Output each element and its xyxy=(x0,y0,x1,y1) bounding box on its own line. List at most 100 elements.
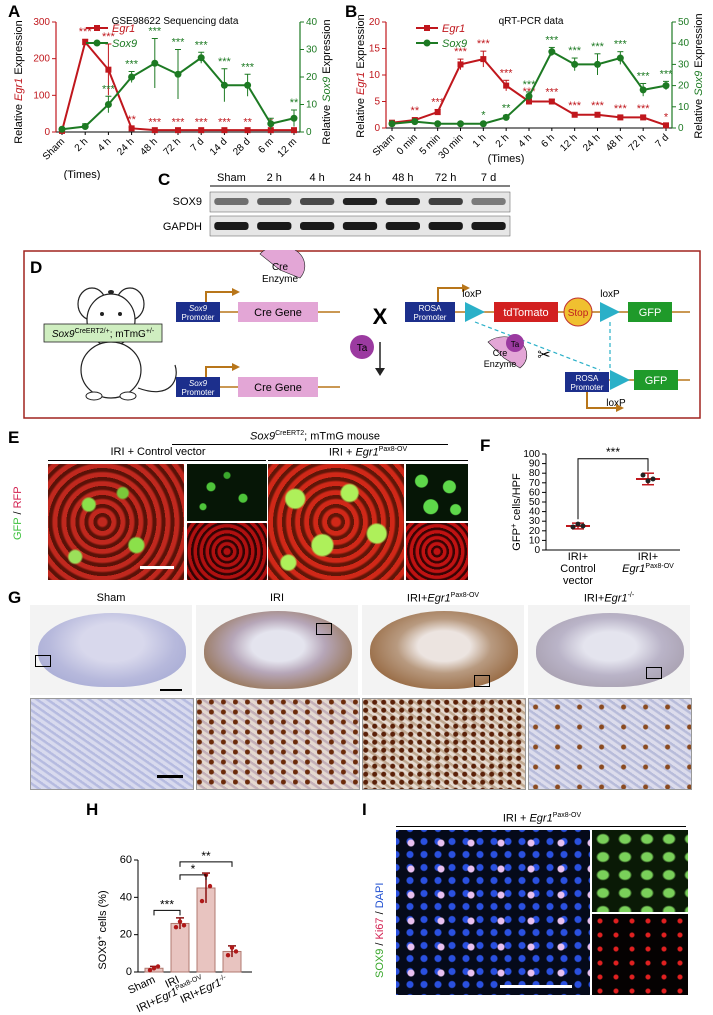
chart-f-ylabel: GFP+ cells/HPF xyxy=(509,473,523,551)
enzyme-word-2: Enzyme xyxy=(484,359,517,369)
significance-mark: *** xyxy=(79,26,93,38)
y-tick-label-left: 100 xyxy=(33,90,50,101)
x-tick-label: 24 h xyxy=(581,132,603,154)
significance-mark: *** xyxy=(614,39,628,51)
sox9-band xyxy=(214,198,249,205)
y-tick-label-right: 20 xyxy=(306,72,318,83)
significance-mark: *** xyxy=(125,59,139,71)
y-tick-label: 30 xyxy=(529,516,541,527)
significance-bracket xyxy=(179,861,233,867)
data-point-egr1 xyxy=(457,61,464,68)
ta-label-2: Ta xyxy=(511,340,520,349)
data-point-egr1 xyxy=(198,127,205,134)
gapdh-band xyxy=(214,222,249,230)
y-tick-label: 40 xyxy=(120,891,132,903)
x-tick-label: 6 m xyxy=(256,136,276,156)
chart-h-cat-iri: IRI xyxy=(163,974,181,991)
legend-label: Egr1 xyxy=(442,23,465,35)
i-sox9-image xyxy=(592,830,688,912)
x-tick-label: 2 h xyxy=(494,132,512,150)
y-tick-label-right: 0 xyxy=(678,123,684,134)
significance-mark: *** xyxy=(545,86,559,98)
blot-lane-label: 4 h xyxy=(309,172,324,184)
gfp-label-2: GFP xyxy=(645,375,668,387)
significance-mark: ** xyxy=(243,116,252,128)
data-point xyxy=(177,919,183,924)
significance-mark: *** xyxy=(477,38,491,50)
x-tick-label: 2 h xyxy=(73,136,91,154)
data-point-sox9 xyxy=(479,120,487,128)
data-point-sox9 xyxy=(128,73,136,81)
x-tick-label: 12 h xyxy=(558,132,580,154)
data-point-sox9 xyxy=(151,59,159,67)
i-title: IRI + Egr1Pax8-OV xyxy=(502,812,582,825)
cre-gene-label: Cre Gene xyxy=(254,307,302,319)
chart-h-cat-egr1-ko: IRI+Egr1-/- xyxy=(179,974,230,1006)
g-egr1-ko-overview-image xyxy=(528,605,690,695)
data-point xyxy=(173,925,179,930)
significance-mark: *** xyxy=(172,116,186,128)
chart-f: GFP+ cells/HPF IRI+ Control vector IRI+ … xyxy=(509,445,680,587)
data-point-sox9 xyxy=(58,125,66,133)
x-tick-label: 4 h xyxy=(517,132,535,150)
y-tick-label-right: 20 xyxy=(678,81,690,92)
chart-b-xunit: (Times) xyxy=(488,153,525,165)
panel-label-d: D xyxy=(30,258,43,277)
significance-mark: *** xyxy=(591,41,605,53)
y-tick-label: 50 xyxy=(529,497,541,508)
data-point-sox9 xyxy=(411,118,419,126)
y-tick-label: 0 xyxy=(534,545,540,556)
x-tick-label: 14 d xyxy=(208,136,230,158)
scissors-icon: ✂ xyxy=(537,347,550,364)
blot-lane-label: 2 h xyxy=(267,172,282,184)
data-point-egr1 xyxy=(221,127,228,134)
significance-mark: *** xyxy=(454,46,468,58)
chart-f-cat2-line1: IRI+ xyxy=(638,551,658,563)
significance-mark: *** xyxy=(218,56,232,68)
data-point-egr1 xyxy=(663,122,669,129)
y-tick-label: 90 xyxy=(529,459,541,470)
x-tick-label: 48 h xyxy=(138,136,160,158)
gfp-label-1: GFP xyxy=(639,307,662,319)
significance-mark: *** xyxy=(148,26,162,38)
y-tick-label-left: 0 xyxy=(44,127,50,138)
blot-lane-label: 72 h xyxy=(435,172,456,184)
panel-label-a: A xyxy=(8,2,21,21)
chart-a-title: GSE98622 Sequencing data xyxy=(112,16,239,27)
significance-bracket xyxy=(153,909,181,916)
significance-mark: ** xyxy=(502,102,511,114)
e-egr1-merge-image xyxy=(268,464,404,580)
chart-a: GSE98622 Sequencing data Relative Egr1 E… xyxy=(13,16,333,180)
sox9-promoter-label-2: Sox9 xyxy=(189,379,208,388)
significance-mark: ** xyxy=(201,849,211,863)
data-point-egr1 xyxy=(617,114,624,121)
x-tick-label: Sham xyxy=(41,136,67,162)
blot-row-gapdh: GAPDH xyxy=(163,221,202,233)
data-point-sox9 xyxy=(104,101,112,108)
data-point-sox9 xyxy=(388,120,396,128)
data-point-egr1 xyxy=(267,127,274,134)
y-tick-label: 40 xyxy=(529,507,541,518)
data-point-sox9 xyxy=(616,54,624,62)
mouse-illustration xyxy=(77,287,177,401)
e-right-title: IRI + Egr1Pax8-OV xyxy=(328,446,408,459)
data-point-egr1 xyxy=(244,127,251,134)
legend-label: Sox9 xyxy=(442,38,467,50)
data-point-sox9 xyxy=(290,114,298,122)
x-tick-label: 1 h xyxy=(471,132,489,150)
data-point-egr1 xyxy=(291,127,297,134)
g-egr1-ov-overview-image xyxy=(362,605,524,695)
g-egr1-ko-zoom-image xyxy=(528,698,692,790)
significance-mark: *** xyxy=(241,61,255,73)
cre-enzyme-label: Cre xyxy=(272,262,289,273)
g-title-egr1-ko: IRI+Egr1-/- xyxy=(583,592,635,605)
x-tick-label: 7 d xyxy=(654,132,672,150)
blot-lane-label: 24 h xyxy=(349,172,370,184)
panel-label-g: G xyxy=(8,588,22,607)
stop-label: Stop xyxy=(568,308,589,319)
e-mouse-header: Sox9CreERT2; mTmG mouse xyxy=(250,430,380,443)
gapdh-band xyxy=(342,222,378,230)
blot-row-sox9: SOX9 xyxy=(173,196,202,208)
y-tick-label-left: 15 xyxy=(369,44,381,55)
